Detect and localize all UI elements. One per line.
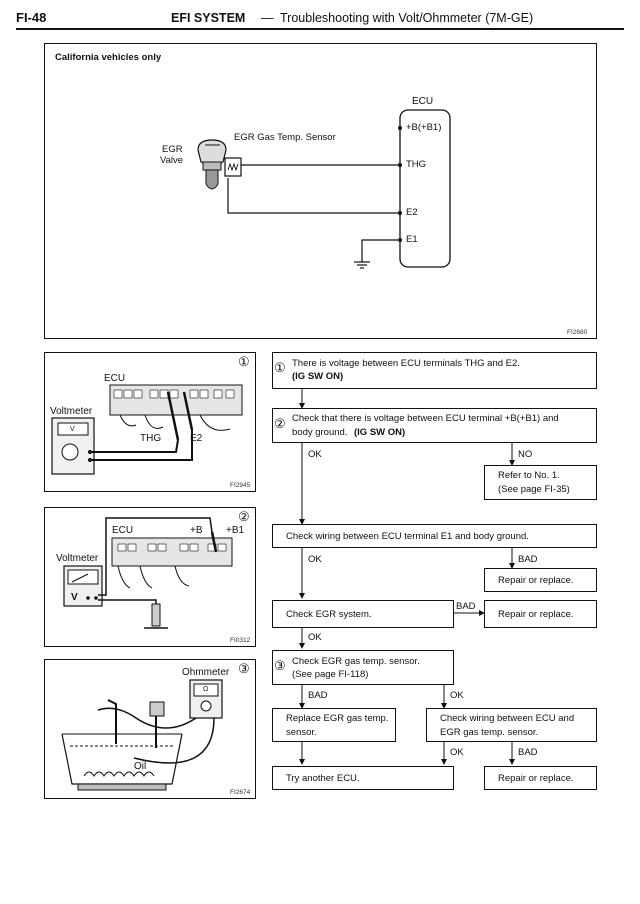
ecu-label: ECU	[412, 96, 434, 107]
check-egr-box	[272, 600, 454, 628]
figure-2-meter-face: V	[71, 592, 78, 603]
check-e1-box	[272, 524, 597, 548]
figure-2-ecu: ECU	[112, 525, 134, 536]
figure-3-oil: Oil	[134, 761, 147, 772]
bad-label-3: BAD	[308, 690, 328, 701]
ok-label-2: OK	[308, 554, 322, 565]
figure-1-meter: Voltmeter	[50, 406, 93, 417]
figure-2-pin-b: +B	[190, 525, 203, 536]
repair-box-1	[484, 568, 597, 592]
bad-label-2: BAD	[456, 601, 476, 612]
page-title: Troubleshooting with Volt/Ohmmeter (7M-G…	[280, 11, 534, 25]
check-wiring-box	[426, 708, 597, 742]
figure-code: FI2680	[567, 329, 588, 336]
header-dash: —	[261, 11, 274, 25]
step-1-condition: (IG SW ON)	[292, 371, 344, 382]
figure-3-code: FI2674	[230, 789, 251, 796]
figure-2-pin-b1: +B1	[226, 525, 245, 536]
step-2-text: Check that there is voltage between ECU …	[292, 413, 559, 424]
check-e1-text: Check wiring between ECU terminal E1 and…	[286, 531, 529, 542]
figure-1-meter-face: V	[70, 426, 75, 433]
check-wiring-text-2: EGR gas temp. sensor.	[440, 727, 539, 738]
diagram-caption: California vehicles only	[55, 52, 162, 63]
figure-3-number: ③	[238, 661, 250, 676]
step-1-text: There is voltage between ECU terminals T…	[292, 358, 520, 369]
step-3-text: Check EGR gas temp. sensor.	[292, 656, 420, 667]
figure-1-number: ①	[238, 354, 250, 369]
ok-label-1: OK	[308, 449, 322, 460]
header-rule	[16, 28, 624, 30]
ok-label-4: OK	[450, 690, 464, 701]
refer-text-1: Refer to No. 1.	[498, 470, 560, 481]
refer-box	[484, 465, 597, 500]
figure-2-number: ②	[238, 509, 250, 524]
bad-label-1: BAD	[518, 554, 538, 565]
check-egr-text: Check EGR system.	[286, 609, 372, 620]
check-wiring-text-1: Check wiring between ECU and	[440, 713, 575, 724]
terminal-thg: THG	[406, 159, 427, 170]
egr-valve-label-1: EGR	[162, 144, 183, 155]
figure-3-meter-face: Ω	[203, 686, 209, 693]
figure-2-code: FI0312	[230, 637, 251, 644]
figure-3-panel	[44, 659, 256, 799]
figure-1-ecu: ECU	[104, 373, 126, 384]
replace-sensor-text-2: sensor.	[286, 727, 317, 738]
figure-1-pin-e2: E2	[190, 433, 203, 444]
figure-1-panel	[44, 352, 256, 492]
step-1-box	[272, 352, 597, 389]
ok-label-5: OK	[450, 747, 464, 758]
terminal-e2: E2	[406, 207, 418, 218]
repair-text-2: Repair or replace.	[498, 609, 574, 620]
egr-valve-label-2: Valve	[160, 155, 184, 166]
page-number: FI-48	[16, 10, 47, 25]
terminal-e1: E1	[406, 234, 418, 245]
try-ecu-text: Try another ECU.	[286, 773, 360, 784]
step-2-condition: (IG SW ON)	[354, 427, 406, 438]
terminal-b: +B(+B1)	[406, 122, 442, 133]
figure-1-pin-thg: THG	[140, 433, 162, 444]
step-1-number: ①	[274, 360, 286, 375]
step-2-box	[272, 408, 597, 443]
try-ecu-box	[272, 766, 454, 790]
step-3-box	[272, 650, 454, 685]
replace-sensor-box	[272, 708, 396, 742]
step-2-text-2: body ground.	[292, 427, 348, 438]
ok-label-3: OK	[308, 632, 322, 643]
repair-box-2	[484, 600, 597, 628]
replace-sensor-text-1: Replace EGR gas temp.	[286, 713, 389, 724]
figure-1-code: FI2945	[230, 482, 251, 489]
step-2-number: ②	[274, 416, 286, 431]
repair-text-3: Repair or replace.	[498, 773, 574, 784]
no-label-1: NO	[518, 449, 533, 460]
step-3-ref: (See page FI-118)	[292, 669, 369, 680]
refer-text-2: (See page FI-35)	[498, 484, 570, 495]
figure-3-meter: Ohmmeter	[182, 667, 230, 678]
wiring-diagram-panel	[44, 43, 597, 339]
bad-label-4: BAD	[518, 747, 538, 758]
step-3-number: ③	[274, 658, 286, 673]
repair-box-3	[484, 766, 597, 790]
sensor-label: EGR Gas Temp. Sensor	[234, 132, 336, 143]
figure-2-panel	[44, 507, 256, 647]
section-title: EFI SYSTEM	[171, 11, 246, 25]
repair-text-1: Repair or replace.	[498, 575, 574, 586]
figure-2-meter: Voltmeter	[56, 553, 99, 564]
